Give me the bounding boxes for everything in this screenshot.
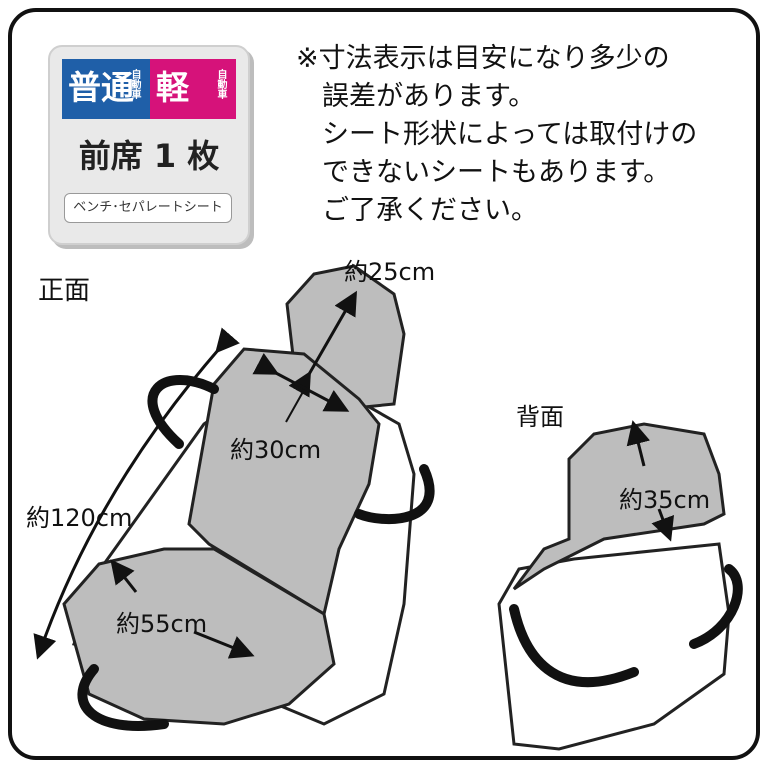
backrest-leader bbox=[285, 389, 305, 423]
standard-car-sub: 自動車 bbox=[129, 69, 140, 99]
back-seat-frame bbox=[497, 542, 731, 751]
seat-type-label: ベンチ･セパレートシート bbox=[64, 193, 232, 223]
backrest-width-label: 約30cm bbox=[230, 436, 322, 464]
front-strap-right bbox=[354, 464, 435, 525]
headrest-width-label: 約25cm bbox=[344, 258, 436, 286]
note-line: ※寸法表示は目安になり多少の bbox=[296, 43, 670, 74]
seat-arrow-a bbox=[110, 559, 138, 593]
back-height-label: 約35cm bbox=[619, 486, 711, 514]
back-strap-left bbox=[509, 604, 639, 688]
length-arrow bbox=[33, 327, 240, 660]
front-view-label: 正面 bbox=[38, 276, 91, 306]
standard-car-chip: 普通 自動車 bbox=[62, 59, 150, 119]
disclaimer-note: ※寸法表示は目安になり多少の 誤差があります。 シート形状によっては取付けの で… bbox=[296, 40, 697, 230]
total-length-label: 約120cm bbox=[26, 504, 133, 532]
note-line: シート形状によっては取付けの bbox=[322, 119, 698, 150]
kei-car-label: 軽 bbox=[156, 68, 189, 107]
note-line: 誤差があります。 bbox=[322, 81, 536, 112]
back-arrow-down bbox=[651, 508, 675, 542]
back-arrow-up bbox=[626, 420, 651, 467]
compatibility-badge: 普通 自動車 軽 自動車 前席 1 枚 ベンチ･セパレートシート bbox=[48, 45, 250, 245]
back-strap-right bbox=[689, 564, 743, 649]
note-line: ご了承ください。 bbox=[322, 195, 538, 226]
front-seat-count: 前席 1 枚 bbox=[78, 137, 220, 175]
backrest-arrow bbox=[252, 352, 350, 412]
back-view-label: 背面 bbox=[516, 403, 564, 431]
front-strap-bottom bbox=[77, 664, 169, 731]
note-line: できないシートもあります。 bbox=[322, 157, 671, 188]
back-cover bbox=[512, 422, 726, 591]
seat-illustration bbox=[33, 264, 743, 751]
seat-width-label: 約55cm bbox=[116, 610, 208, 638]
product-panel: 普通 自動車 軽 自動車 前席 1 枚 ベンチ･セパレートシート ※寸法表示は目… bbox=[8, 8, 760, 760]
kei-car-chip: 軽 自動車 bbox=[150, 59, 236, 119]
seat-arrow-b bbox=[193, 630, 255, 659]
kei-car-sub: 自動車 bbox=[215, 69, 226, 99]
standard-car-label: 普通 bbox=[68, 68, 134, 107]
